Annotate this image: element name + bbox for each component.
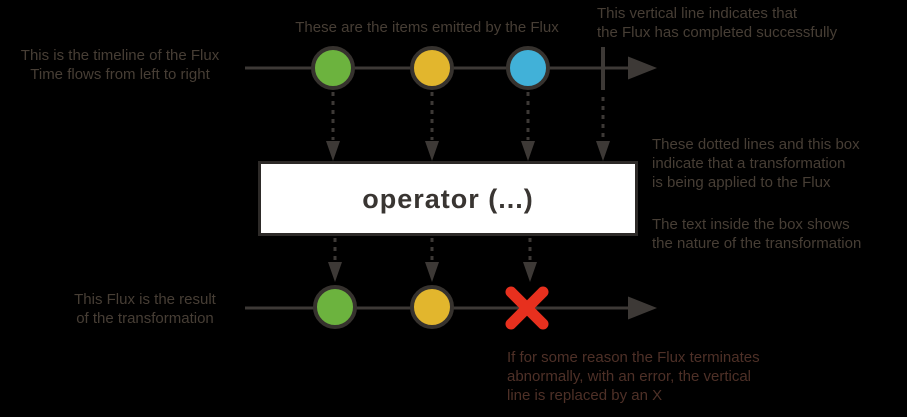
- source-item-blue: [506, 46, 550, 90]
- annotation-completion: This vertical line indicates that the Fl…: [597, 5, 838, 41]
- down-arrow-icon: [425, 141, 439, 161]
- result-item-green: [313, 285, 357, 329]
- source-item-green: [311, 46, 355, 90]
- down-arrow-icon: [326, 141, 340, 161]
- annotation-transformation-box: These dotted lines and this box indicate…: [652, 136, 860, 191]
- source-item-yellow: [410, 46, 454, 90]
- source-timeline-arrow-icon: [628, 56, 657, 80]
- operator-box: [258, 161, 638, 236]
- annotation-result-flux: This Flux is the result of the transform…: [74, 291, 216, 327]
- annotation-items-emitted: These are the items emitted by the Flux: [295, 19, 559, 36]
- operator-label: operator (...): [362, 183, 534, 214]
- result-timeline-arrow-icon: [628, 296, 657, 320]
- error-x-icon: [505, 286, 549, 330]
- down-arrow-icon: [425, 262, 439, 282]
- annotation-transformation-text: The text inside the box shows the nature…: [652, 216, 862, 252]
- annotation-error-termination: If for some reason the Flux terminates a…: [507, 349, 760, 404]
- annotation-timeline-intro: This is the timeline of the Flux Time fl…: [20, 47, 220, 83]
- error-x-stroke: [505, 286, 549, 330]
- down-arrow-icon: [521, 141, 535, 161]
- down-arrow-icon: [596, 141, 610, 161]
- result-item-yellow: [410, 285, 454, 329]
- down-arrow-icon: [328, 262, 342, 282]
- down-arrow-icon: [523, 262, 537, 282]
